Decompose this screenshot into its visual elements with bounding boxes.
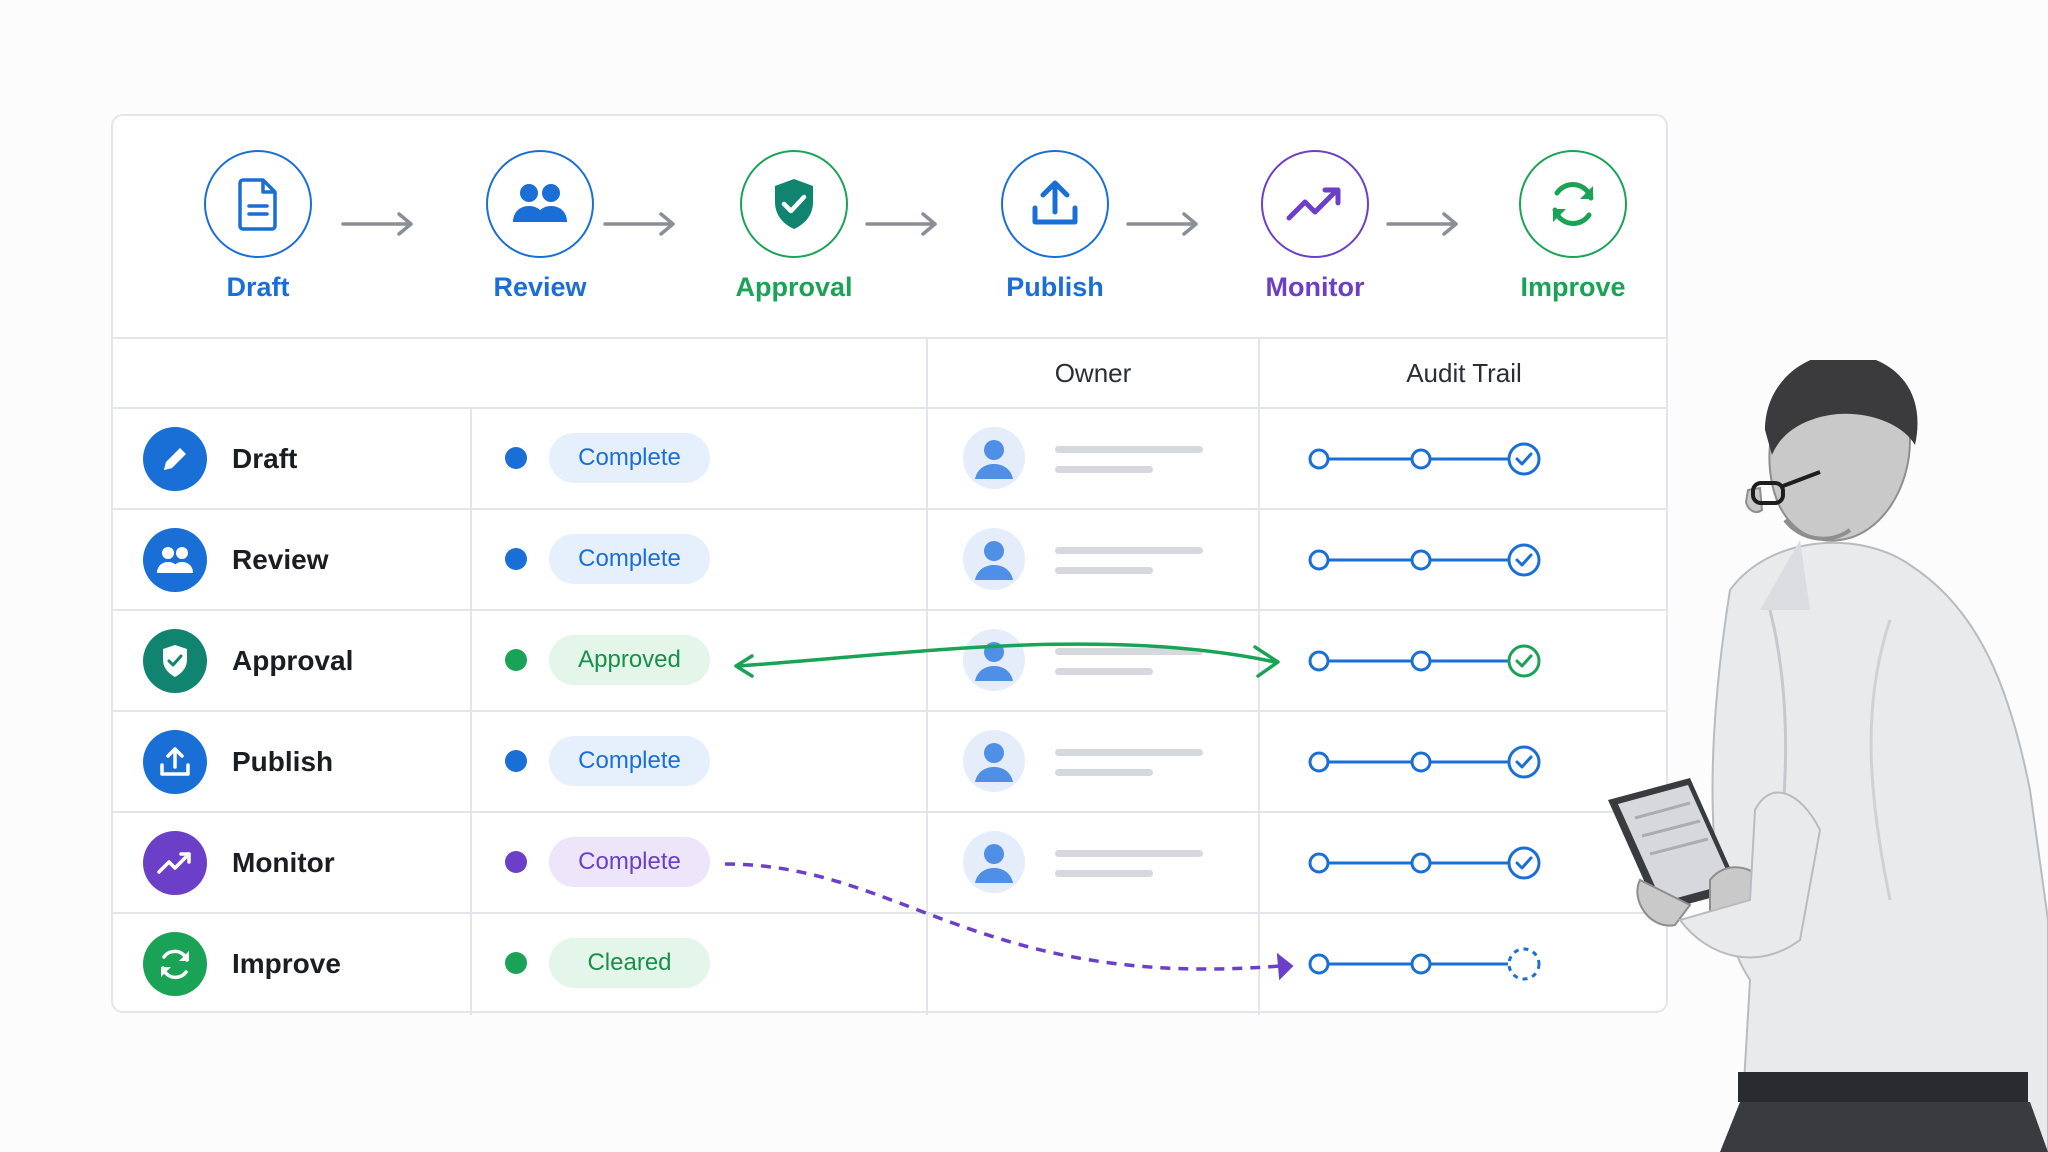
upload-icon <box>1001 150 1109 258</box>
audit-trail-timeline[interactable] <box>1308 435 1548 483</box>
status-badge[interactable]: Complete <box>549 433 710 483</box>
status-badge[interactable]: Cleared <box>549 938 710 988</box>
table-row-approval[interactable]: Approval Approved <box>113 611 1666 712</box>
audit-trail-timeline[interactable] <box>1308 637 1548 685</box>
row-label: Publish <box>232 746 334 777</box>
avatar[interactable] <box>963 427 1025 489</box>
document-icon <box>204 150 312 258</box>
owner-placeholder-line <box>1055 769 1153 776</box>
owner-placeholder-line <box>1055 668 1153 675</box>
status-dot <box>505 649 527 671</box>
owner-placeholder-line <box>1055 547 1203 554</box>
table-row-publish[interactable]: Publish Complete <box>113 712 1666 813</box>
arrow-right-icon <box>865 212 937 236</box>
trend-icon <box>143 831 207 895</box>
flow-step-label: Review <box>493 272 587 302</box>
shield-check-icon <box>740 150 848 258</box>
flow-step-label: Draft <box>226 272 290 302</box>
trend-icon <box>1261 150 1369 258</box>
table-header: Owner Audit Trail <box>113 339 1666 409</box>
flow-step-review[interactable]: Review <box>450 150 630 303</box>
table-row-monitor[interactable]: Monitor Complete <box>113 813 1666 914</box>
flow-step-label: Publish <box>1006 272 1104 302</box>
avatar[interactable] <box>963 528 1025 590</box>
table-row-draft[interactable]: Draft Complete <box>113 409 1666 510</box>
arrow-right-icon <box>341 212 413 236</box>
workflow-card: Draft Review Approval Publish <box>111 114 1668 1015</box>
owner-placeholder-line <box>1055 648 1203 655</box>
process-flow: Draft Review Approval Publish <box>113 116 1666 339</box>
audit-trail-timeline[interactable] <box>1308 738 1548 786</box>
status-badge[interactable]: Complete <box>549 534 710 584</box>
pencil-icon <box>143 427 207 491</box>
flow-step-approval[interactable]: Approval <box>704 150 884 303</box>
arrow-right-icon <box>603 212 675 236</box>
flow-step-label: Improve <box>1520 272 1626 302</box>
arrow-right-icon <box>1386 212 1458 236</box>
status-dot <box>505 447 527 469</box>
status-dot <box>505 548 527 570</box>
flow-step-label: Monitor <box>1265 272 1365 302</box>
refresh-icon <box>143 932 207 996</box>
shield-check-icon <box>143 629 207 693</box>
refresh-icon <box>1519 150 1627 258</box>
column-divider <box>926 339 928 1015</box>
status-table: Owner Audit Trail Draft Complete Review … <box>113 339 1666 1015</box>
audit-trail-timeline[interactable] <box>1308 536 1548 584</box>
row-label: Approval <box>232 645 354 676</box>
row-label: Improve <box>232 948 341 979</box>
arrow-right-icon <box>1126 212 1198 236</box>
people-icon <box>143 528 207 592</box>
owner-placeholder-line <box>1055 466 1153 473</box>
people-icon <box>486 150 594 258</box>
flow-step-label: Approval <box>735 272 853 302</box>
table-row-review[interactable]: Review Complete <box>113 510 1666 611</box>
flow-step-improve[interactable]: Improve <box>1483 150 1663 303</box>
flow-step-monitor[interactable]: Monitor <box>1225 150 1405 303</box>
audit-trail-timeline[interactable] <box>1308 839 1548 887</box>
row-label: Review <box>232 544 329 575</box>
avatar[interactable] <box>963 730 1025 792</box>
avatar[interactable] <box>963 629 1025 691</box>
owner-placeholder-line <box>1055 567 1153 574</box>
status-dot <box>505 851 527 873</box>
column-divider <box>470 409 472 1015</box>
avatar[interactable] <box>963 831 1025 893</box>
status-dot <box>505 750 527 772</box>
table-row-improve[interactable]: Improve Cleared <box>113 914 1666 1015</box>
owner-placeholder-line <box>1055 446 1203 453</box>
row-label: Monitor <box>232 847 335 878</box>
owner-placeholder-line <box>1055 850 1203 857</box>
status-badge[interactable]: Complete <box>549 837 710 887</box>
flow-step-draft[interactable]: Draft <box>168 150 348 303</box>
row-label: Draft <box>232 443 298 474</box>
owner-placeholder-line <box>1055 870 1153 877</box>
person-with-tablet-image <box>1608 360 2048 1152</box>
status-badge[interactable]: Complete <box>549 736 710 786</box>
flow-step-publish[interactable]: Publish <box>965 150 1145 303</box>
audit-trail-column-header: Audit Trail <box>1406 358 1522 388</box>
status-badge[interactable]: Approved <box>549 635 710 685</box>
upload-icon <box>143 730 207 794</box>
audit-trail-timeline[interactable] <box>1308 940 1548 988</box>
owner-column-header: Owner <box>1054 358 1132 388</box>
status-dot <box>505 952 527 974</box>
owner-placeholder-line <box>1055 749 1203 756</box>
